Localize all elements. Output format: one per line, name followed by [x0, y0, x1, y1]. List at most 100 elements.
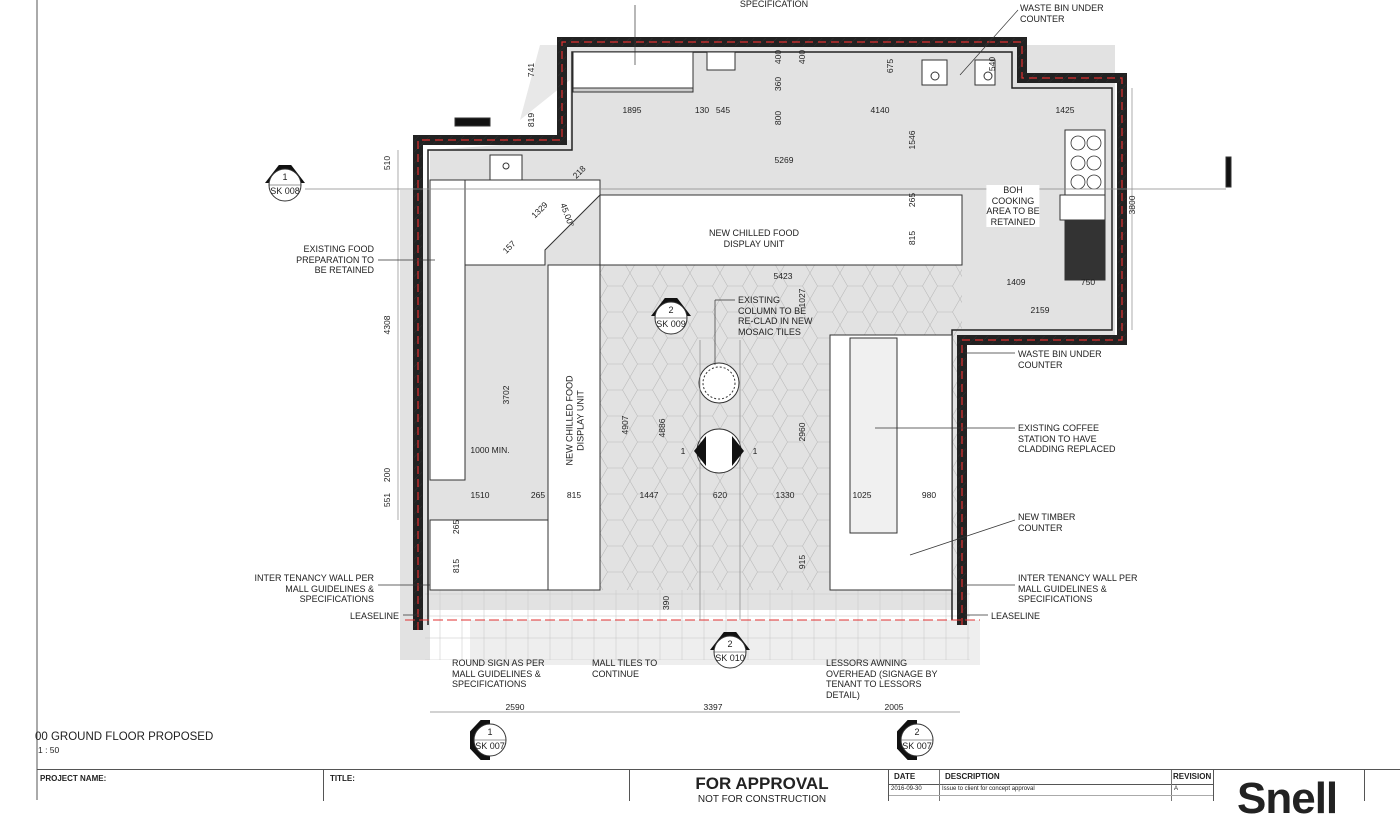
dim: 675: [885, 58, 895, 74]
note-leaseline-left: LEASELINE: [349, 611, 399, 621]
dim: 265: [530, 490, 546, 500]
marker-number: 2: [727, 639, 733, 649]
dim: 620: [712, 490, 728, 500]
note-waste-bin-right: WASTE BIN UNDER COUNTER: [1018, 349, 1102, 370]
dim: 4308: [382, 315, 392, 335]
dim: 4886: [657, 418, 667, 438]
title-block: PROJECT NAME: TITLE: FOR APPROVAL NOT FO…: [37, 769, 1400, 821]
dim: 2960: [797, 422, 807, 442]
elevation-label: 1: [680, 446, 686, 456]
section-marker[interactable]: 1 SK 008: [265, 165, 305, 205]
marker-sheet: SK 007: [902, 741, 932, 751]
dim: 2159: [1030, 305, 1050, 315]
note-chilled-display-top: NEW CHILLED FOOD DISPLAY UNIT: [708, 228, 800, 249]
dim: 750: [1080, 277, 1096, 287]
note-boh-cooking: BOH COOKING AREA TO BE RETAINED: [986, 185, 1040, 227]
dim: 3397: [703, 702, 723, 712]
dim: 3702: [501, 385, 511, 405]
marker-number: 1: [487, 727, 493, 737]
company-logo: Snell: [1237, 774, 1338, 823]
note-lessors-awning: LESSORS AWNING OVERHEAD (SIGNAGE BY TENA…: [826, 658, 938, 700]
dim: 1000 MIN.: [470, 445, 510, 455]
dim: 800: [773, 110, 783, 126]
dim: 1025: [852, 490, 872, 500]
floor-plan-drawing: [36, 0, 1232, 800]
drawing-title: 00 GROUND FLOOR PROPOSED: [35, 731, 214, 743]
elevation-marker-icon: [694, 436, 744, 466]
revision-date: 2016-09-30: [891, 786, 922, 792]
note-mall-tiles: MALL TILES TO CONTINUE: [592, 658, 658, 679]
note-round-sign: ROUND SIGN AS PER MALL GUIDELINES & SPEC…: [452, 658, 545, 689]
dim: 819: [526, 112, 536, 128]
dim: 360: [773, 76, 783, 92]
note-inter-tenancy-right: INTER TENANCY WALL PER MALL GUIDELINES &…: [1018, 573, 1138, 604]
title-label: TITLE:: [330, 774, 355, 783]
dim: 200: [382, 467, 392, 483]
dim: 1425: [1055, 105, 1075, 115]
dim: 3800: [1127, 195, 1137, 215]
marker-number: 2: [668, 305, 674, 315]
dim: 4907: [620, 415, 630, 435]
dim: 510: [382, 155, 392, 171]
dim: 815: [451, 558, 461, 574]
mall-tile-area: [425, 590, 970, 660]
dim: 4140: [870, 105, 890, 115]
dim: 545: [715, 105, 731, 115]
revision-header-revision: REVISION: [1173, 772, 1212, 781]
dim: 1510: [470, 490, 490, 500]
section-marker[interactable]: 2 SK 007: [897, 720, 937, 760]
marker-sheet: SK 008: [270, 186, 300, 196]
dim: 815: [566, 490, 582, 500]
marker-sheet: SK 009: [656, 319, 686, 329]
walls: [413, 37, 1127, 630]
dim: 741: [526, 62, 536, 78]
dim: 915: [797, 554, 807, 570]
marker-sheet: SK 010: [715, 653, 745, 663]
dim: 265: [451, 519, 461, 535]
note-timber-counter: NEW TIMBER COUNTER: [1018, 512, 1076, 533]
dim: 1546: [907, 130, 917, 150]
revision-code: A: [1174, 786, 1179, 792]
note-chilled-display-vertical: NEW CHILLED FOOD DISPLAY UNIT: [564, 375, 586, 466]
note-inter-tenancy-left: INTER TENANCY WALL PER MALL GUIDELINES &…: [254, 573, 374, 604]
dim: 2005: [884, 702, 904, 712]
revision-header-description: DESCRIPTION: [945, 772, 1000, 781]
dim: 1330: [775, 490, 795, 500]
marker-sheet: SK 007: [475, 741, 505, 751]
dim: 551: [382, 492, 392, 508]
note-waste-bin-top: WASTE BIN UNDER COUNTER: [1020, 3, 1104, 24]
dim: 1409: [1006, 277, 1026, 287]
elevation-label: 1: [752, 446, 758, 456]
dim: 1027: [797, 288, 807, 308]
note-coffee-station: EXISTING COFFEE STATION TO HAVE CLADDING…: [1018, 423, 1116, 454]
dim: 1895: [622, 105, 642, 115]
marker-number: 2: [914, 727, 920, 737]
note-existing-food-prep: EXISTING FOOD PREPARATION TO BE RETAINED: [296, 244, 374, 275]
marker-number: 1: [282, 172, 288, 182]
dim: 400: [797, 49, 807, 65]
section-marker[interactable]: 1 SK 007: [470, 720, 510, 760]
section-marker[interactable]: 2 SK 010: [710, 632, 750, 672]
dim: 1447: [639, 490, 659, 500]
note-leaseline-right: LEASELINE: [991, 611, 1041, 621]
column-icon: [698, 362, 740, 404]
drawing-scale: 1 : 50: [38, 745, 60, 755]
dim: 980: [921, 490, 937, 500]
dim: 390: [661, 595, 671, 611]
note-specification: SPECIFICATION: [739, 0, 809, 9]
section-marker[interactable]: 2 SK 009: [651, 298, 691, 338]
status-label: FOR APPROVAL: [695, 774, 829, 793]
dim: 400: [773, 49, 783, 65]
dim: 5423: [773, 271, 793, 281]
dim: 265: [907, 192, 917, 208]
revision-description: Issue to client for concept approval: [942, 786, 1035, 792]
dim: 2590: [505, 702, 525, 712]
dim: 130: [694, 105, 710, 115]
note-column-reclad: EXISTING COLUMN TO BE RE-CLAD IN NEW MOS…: [738, 295, 813, 337]
revision-table: DATE DESCRIPTION REVISION 2016-09-30 Iss…: [888, 770, 1214, 801]
project-name-label: PROJECT NAME:: [40, 774, 107, 783]
revision-header-date: DATE: [894, 772, 916, 781]
dim: 540: [987, 56, 997, 72]
dim: 5269: [774, 155, 794, 165]
dim: 815: [907, 230, 917, 246]
